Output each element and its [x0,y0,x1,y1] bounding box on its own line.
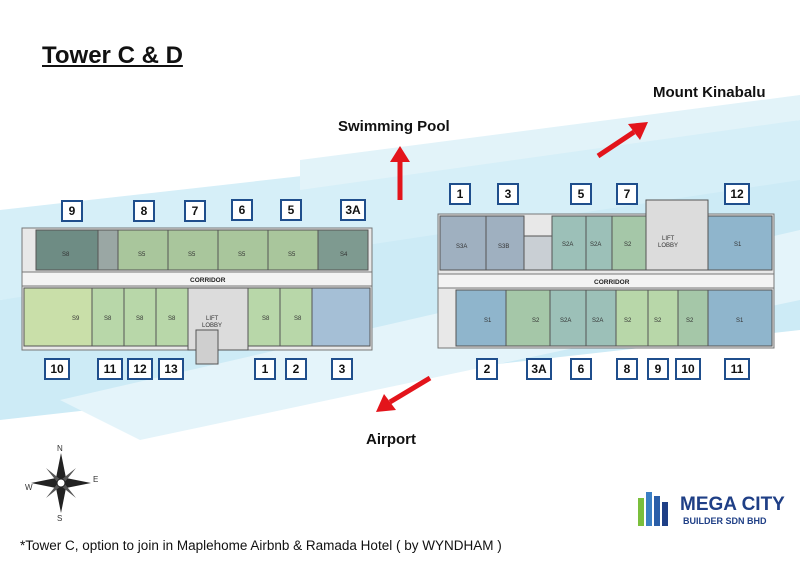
unit-number-box: 3A [526,358,552,380]
room-type-label: S1 [484,318,492,324]
mega-city-logo-icon [638,492,668,526]
room-type-label: S5 [288,252,296,258]
unit-number-box: 2 [285,358,307,380]
unit-number-box: 2 [476,358,498,380]
room-type-label: S8 [294,316,302,322]
unit-number-box: 3 [497,183,519,205]
tower-d-lift-label: LIFT [662,236,675,242]
room-type-label: S8 [104,316,112,322]
airport-label: Airport [366,431,416,448]
room-type-label: S9 [72,316,80,322]
room-type-label: S2 [532,318,540,324]
unit-number-box: 3 [331,358,353,380]
footnote: *Tower C, option to join in Maplehome Ai… [20,538,502,553]
unit-number-box: 10 [44,358,70,380]
tower-d-corridor-label: CORRIDOR [594,279,630,286]
swimming-pool-arrow-icon [390,146,410,200]
room-type-label: S8 [262,316,270,322]
unit-number-box: 3A [340,199,366,221]
unit-number-box: 9 [647,358,669,380]
room-type-label: S2 [624,242,632,248]
compass-rose-icon [31,453,91,513]
room-type-label: S2A [590,242,601,248]
unit-number-box: 5 [280,199,302,221]
mount-kinabalu-label: Mount Kinabalu [653,84,766,101]
unit-number-box: 12 [127,358,153,380]
room-type-label: S8 [168,316,176,322]
room-type-label: S4 [340,252,348,258]
swimming-pool-label: Swimming Pool [338,118,450,135]
unit-number-box: 8 [133,200,155,222]
logo-name: MEGA CITY [680,494,785,515]
room-type-label: S3A [456,244,467,250]
unit-number-box: 13 [158,358,184,380]
ground-band [300,95,800,190]
unit-number-box: 11 [97,358,123,380]
room-type-label: S8 [62,252,70,258]
unit-number-box: 7 [616,183,638,205]
tower-c-lift-label: LIFT [206,316,219,322]
room-type-label: S5 [188,252,196,258]
room-type-label: S2 [686,318,694,324]
room-type-label: S2A [592,318,603,324]
room-type-label: S8 [136,316,144,322]
mount-kinabalu-arrow-icon [596,122,648,159]
unit-number-box: 7 [184,200,206,222]
unit-number-box: 1 [254,358,276,380]
tower-c-corridor-label: CORRIDOR [190,277,226,284]
tower-d-lobby-label: LOBBY [658,243,678,249]
compass-w: W [25,483,33,492]
room-type-label: S1 [734,242,742,248]
unit-number-box: 9 [61,200,83,222]
tower-d-plan: LIFT LOBBY CORRIDOR S3A S3B S2A S2A S2 S… [437,199,775,349]
page-title: Tower C & D [42,42,183,69]
room-type-label: S3B [498,244,509,250]
room-type-label: S5 [238,252,246,258]
compass-s: S [57,514,62,523]
room-type-label: S2A [560,318,571,324]
room-type-label: S2 [654,318,662,324]
unit-number-box: 11 [724,358,750,380]
room-type-label: S2A [562,242,573,248]
unit-number-box: 12 [724,183,750,205]
logo-subtitle: BUILDER SDN BHD [683,516,767,526]
compass-e: E [93,475,98,484]
room-type-label: S1 [736,318,744,324]
unit-number-box: 10 [675,358,701,380]
unit-number-box: 8 [616,358,638,380]
unit-number-box: 6 [231,199,253,221]
tower-c-lobby-label: LOBBY [202,323,222,329]
compass-n: N [57,444,63,453]
unit-number-box: 1 [449,183,471,205]
unit-number-box: 5 [570,183,592,205]
room-type-label: S2 [624,318,632,324]
airport-arrow-icon [376,375,432,412]
room-type-label: S5 [138,252,146,258]
tower-c-plan: CORRIDOR LIFT LOBBY S8 S5 S5 S5 S5 S4 S9… [21,227,373,365]
unit-number-box: 6 [570,358,592,380]
